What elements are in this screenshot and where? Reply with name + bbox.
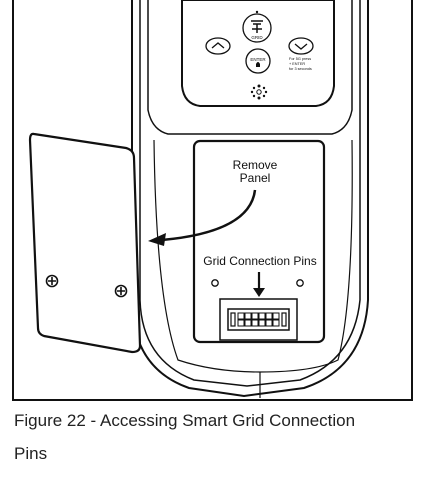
housing-inner-outline xyxy=(139,0,361,387)
hold-note-line1: For 5G press xyxy=(289,57,311,61)
caption-line1: Figure 22 - Accessing Smart Grid Connect… xyxy=(14,411,356,430)
hold-note-line2: + ENTER xyxy=(289,62,305,66)
enter-button xyxy=(245,48,271,74)
connector-pins xyxy=(237,312,280,327)
indicator-dots-icon xyxy=(250,84,268,100)
figure-caption: Figure 22 - Accessing Smart Grid Connect… xyxy=(14,404,414,470)
remove-arrow-head xyxy=(148,233,166,246)
mount-hole-right xyxy=(296,279,304,287)
access-opening xyxy=(192,139,326,344)
remove-panel-label-line1: Remove xyxy=(233,158,278,172)
hold-note-line3: for 3 seconds xyxy=(289,67,312,71)
tower-icon xyxy=(251,20,263,33)
cover-screw-left xyxy=(45,274,59,288)
chevron-down-icon xyxy=(294,43,308,50)
housing-upper-bezel xyxy=(147,0,353,135)
figure-illustration: GRID ENTER For 5G press + ENTER for 3 se… xyxy=(12,0,413,401)
pins-arrow-head xyxy=(253,288,265,297)
remove-arrow-line xyxy=(161,189,257,242)
caption-line2: Pins xyxy=(14,444,48,463)
enter-label: ENTER xyxy=(250,57,266,62)
figure-drawing: GRID ENTER For 5G press + ENTER for 3 se… xyxy=(28,0,369,398)
grid-label: GRID xyxy=(251,35,263,40)
cover-screw-right xyxy=(114,284,128,298)
up-button xyxy=(205,37,231,55)
chevron-up-icon xyxy=(211,42,225,49)
mount-hole-left xyxy=(211,279,219,287)
grid-pins-label: Grid Connection Pins xyxy=(203,254,316,268)
down-button xyxy=(288,37,314,55)
removed-cover-panel xyxy=(28,132,142,354)
remove-panel-label-line2: Panel xyxy=(240,171,271,185)
lock-icon xyxy=(256,62,260,67)
